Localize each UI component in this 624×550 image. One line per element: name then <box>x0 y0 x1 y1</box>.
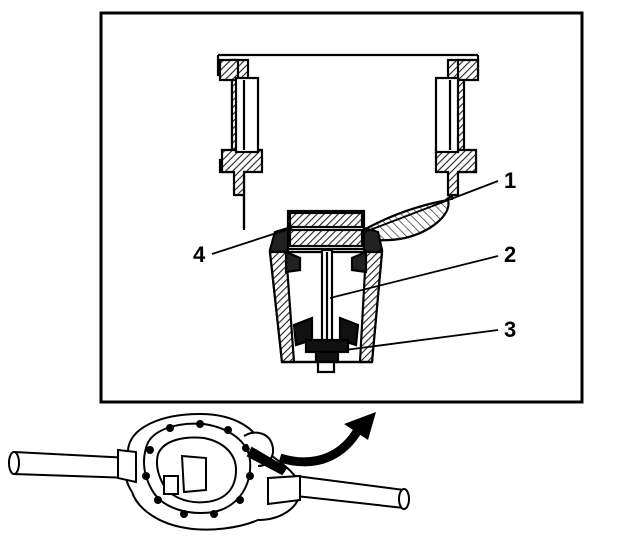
callout-3: 3 <box>504 317 516 342</box>
leader-2 <box>329 255 499 299</box>
detail-pointer-arrow <box>278 412 376 467</box>
rear-axle-assembly <box>8 412 410 531</box>
leader-1 <box>361 180 499 234</box>
pinion-seal-assembly <box>268 209 384 374</box>
leader-lines <box>211 180 499 351</box>
callout-4: 4 <box>193 242 206 267</box>
carrier-housing <box>216 53 480 242</box>
callout-1: 1 <box>504 168 516 193</box>
leader-3 <box>344 329 499 351</box>
callout-2: 2 <box>504 242 516 267</box>
leader-4 <box>211 227 293 255</box>
